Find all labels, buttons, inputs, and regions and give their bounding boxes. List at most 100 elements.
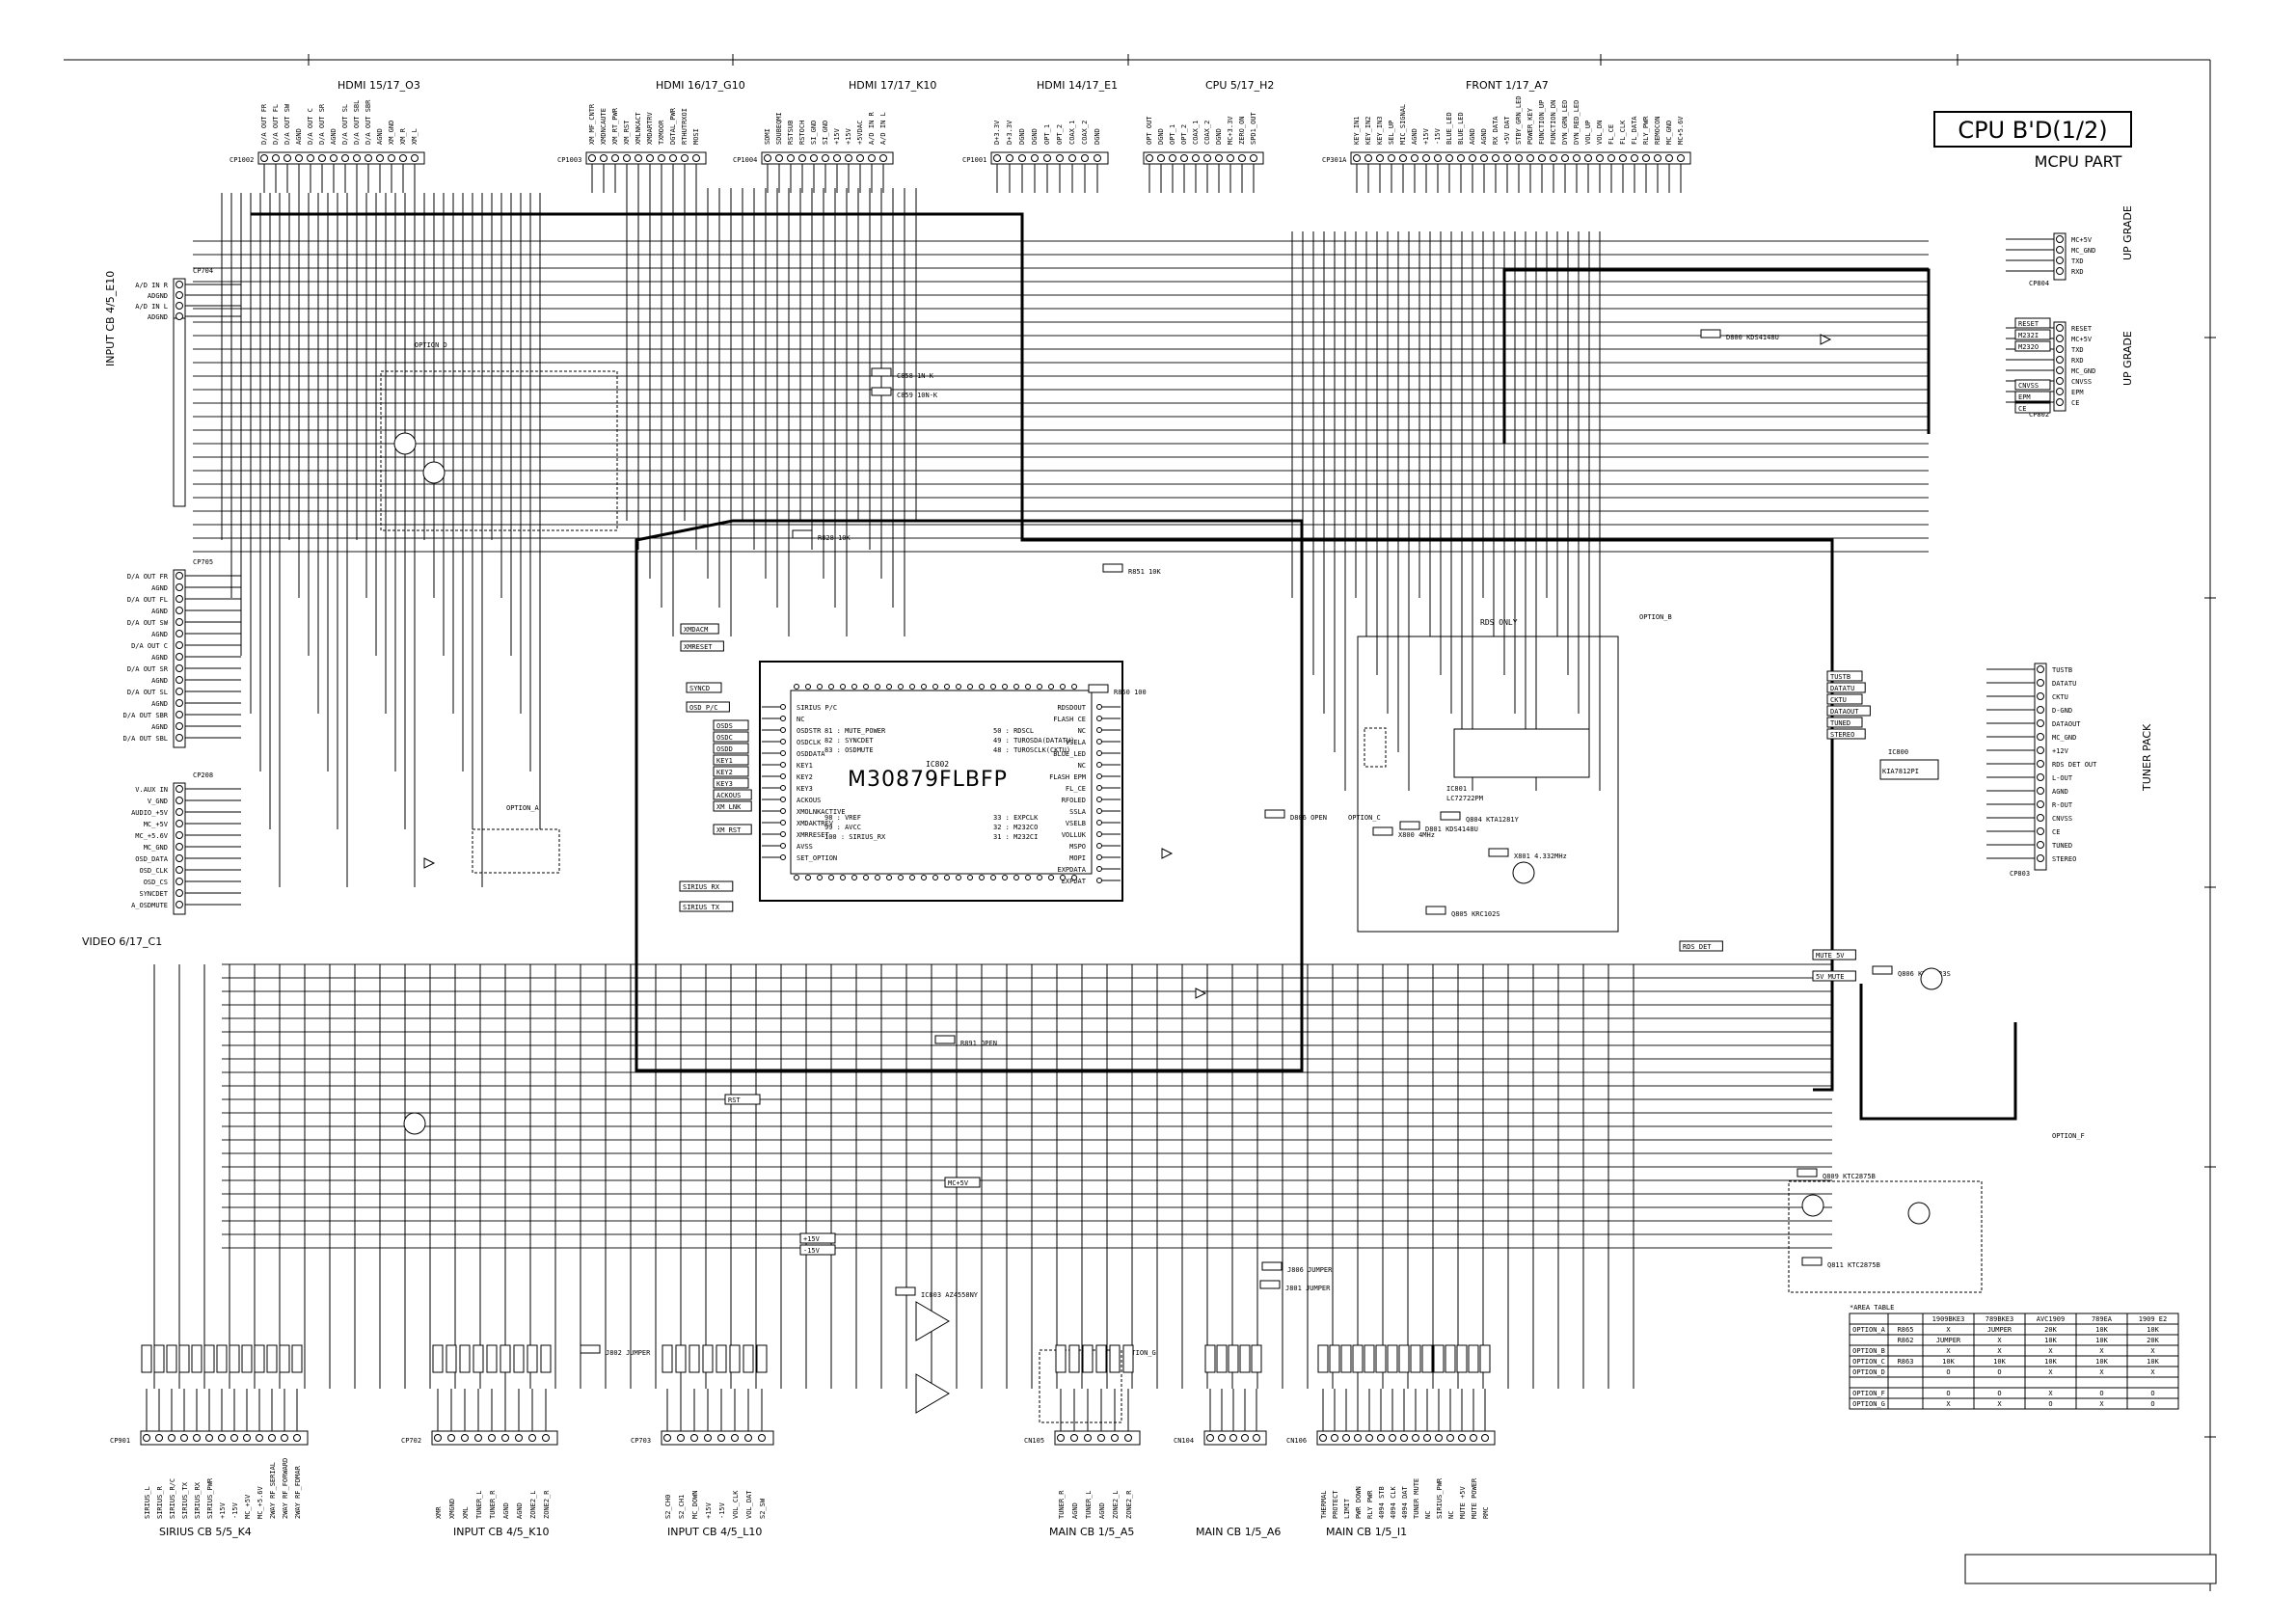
bottom-connector-pin-label: THERMAL [1320, 1490, 1328, 1519]
component-symbol [1102, 563, 1123, 573]
option-box [1788, 1180, 1983, 1293]
bottom-connector-ref: CP901 [110, 1437, 130, 1445]
connector-pin [810, 154, 818, 162]
component-symbol [1440, 811, 1461, 821]
net-tag [229, 1344, 240, 1373]
connector-pin [1124, 1434, 1132, 1442]
top-connector-pin-label: A/D IN R [868, 111, 876, 145]
connector-pin [1631, 154, 1638, 162]
right-connector-pin-label: RDS DET OUT [2052, 761, 2097, 769]
bottom-connector-pin-label: TUNER MUTE [1413, 1478, 1420, 1519]
area-table-cell: 10K [2044, 1358, 2057, 1366]
left-connector-pin-label: OSD_CLK [139, 867, 168, 875]
mcu-pin [1096, 785, 1102, 791]
area-table-cell: X [1946, 1326, 1951, 1334]
mcu-pin-note: 32 : M232CO [993, 824, 1038, 831]
connector-pin [399, 154, 407, 162]
connector-pin [868, 154, 876, 162]
net-labels: SYNCDOSD_P/COSDSOSDCOSDDKEY1KEY2KEY3ACKO… [679, 317, 2051, 1256]
area-table-cell: O [1946, 1390, 1950, 1397]
net-label: M232I [2018, 332, 2039, 339]
bottom-connector-pin-label: RMC [1482, 1506, 1490, 1519]
net-tag [1216, 1344, 1228, 1373]
left-connector-pin-label: AUDIO_+5V [131, 809, 169, 817]
component-symbol [1700, 329, 1721, 338]
mcu-pin [794, 684, 799, 690]
net-label-tag [713, 800, 752, 812]
component-label: IC803 AZ4558NY [921, 1291, 979, 1299]
net-label-tag [679, 901, 734, 912]
connector-pin [1411, 154, 1418, 162]
net-tag [1375, 1344, 1387, 1373]
option-box [1039, 1349, 1122, 1423]
net-label-tag [680, 623, 719, 635]
net-label: XMRESET [684, 643, 713, 651]
top-connector-pin-label: SI_GND [822, 121, 829, 145]
connector-pin [2037, 814, 2044, 822]
connector-pin [2056, 345, 2064, 353]
right-connector-pin-label: EPM [2071, 389, 2084, 396]
component-symbol [1088, 684, 1109, 693]
top-connector-pin-label: OPT_2 [1056, 124, 1064, 145]
connector-pin [2056, 235, 2064, 243]
bottom-connector-pin-label: -15V [231, 1502, 239, 1519]
left-connector-pin-label: MC_+5.6V [135, 832, 169, 840]
net-label-tag [1826, 728, 1866, 740]
mcu-pin [1037, 875, 1042, 880]
connector-pin [1399, 154, 1407, 162]
mcu-pin [840, 875, 846, 880]
option-label: OPTION_A [506, 804, 540, 812]
top-connector-pin-label: AGND [1480, 128, 1488, 145]
mcu-left-pins: SIRIUS P/CNCOSDSTROSDCLKOSDDATAKEY1KEY2K… [762, 704, 846, 862]
mcu-right-pin-label: NC [1078, 727, 1086, 735]
component-symbol [1488, 848, 1509, 857]
mcu-left-pin-label: AVSS [797, 843, 813, 851]
top-connector-pin-label: OPT_1 [1169, 124, 1176, 145]
mcu-pin [1096, 808, 1102, 814]
bottom-connector-pin-label: S2_SW [759, 1498, 767, 1519]
bottom-connector-pin-label: MC_DOWN [691, 1490, 699, 1519]
component-label: D801 KDS4148U [1425, 826, 1478, 833]
component-symbol [1399, 821, 1420, 830]
mcu-right-pin-label: EXPDAT [1062, 878, 1087, 885]
connector-pin [2056, 388, 2064, 395]
mcu-pin [794, 875, 799, 880]
top-connector-pin-label: D/A OUT SR [318, 103, 326, 145]
connector-pin [731, 1434, 739, 1442]
mcu-pin [1071, 875, 1077, 880]
net-tag [1239, 1344, 1251, 1373]
right-connector-ref: CP804 [2029, 280, 2049, 287]
connector-pin [1642, 154, 1650, 162]
connector-pin [176, 699, 183, 707]
top-connector-pin-label: D+3.3V [993, 120, 1001, 145]
area-table-cell: 1909 E2 [2139, 1315, 2168, 1323]
mcu-pin-note: 49 : TUROSDA(DATATU) [993, 737, 1074, 744]
connector-pin [600, 154, 608, 162]
net-label-tag [1826, 670, 1863, 682]
net-label: OSDS [716, 722, 733, 730]
top-connector-ref: CP1003 [557, 156, 581, 164]
connector-pin [1056, 154, 1064, 162]
connector-pin [474, 1434, 482, 1442]
diode-symbol [1195, 988, 1207, 999]
net-label-tag [713, 754, 749, 766]
net-label: SYNCD [689, 685, 710, 692]
net-tag [203, 1344, 215, 1373]
left-connector-pin-label: A/D IN L [135, 303, 168, 311]
mcu-pin [898, 684, 904, 690]
left-connector-pin-label: D/A OUT SR [127, 665, 169, 673]
bottom-connector-pin-label: ZONE2_R [1125, 1490, 1133, 1519]
net-label-tag [1826, 682, 1866, 693]
connector-pin [1503, 154, 1511, 162]
mcu-pin [828, 684, 834, 690]
connector-pin [176, 664, 183, 672]
connector-pin [1445, 154, 1453, 162]
top-connector-pin-label: KEY_IN1 [1353, 116, 1361, 145]
net-tag [191, 1344, 203, 1373]
right-connector-pin-label: MC+5V [2071, 336, 2093, 343]
connector-pin [1376, 154, 1384, 162]
area-table-cell: O [2150, 1400, 2154, 1408]
connector-pin [284, 154, 291, 162]
connector-pin [1018, 154, 1026, 162]
